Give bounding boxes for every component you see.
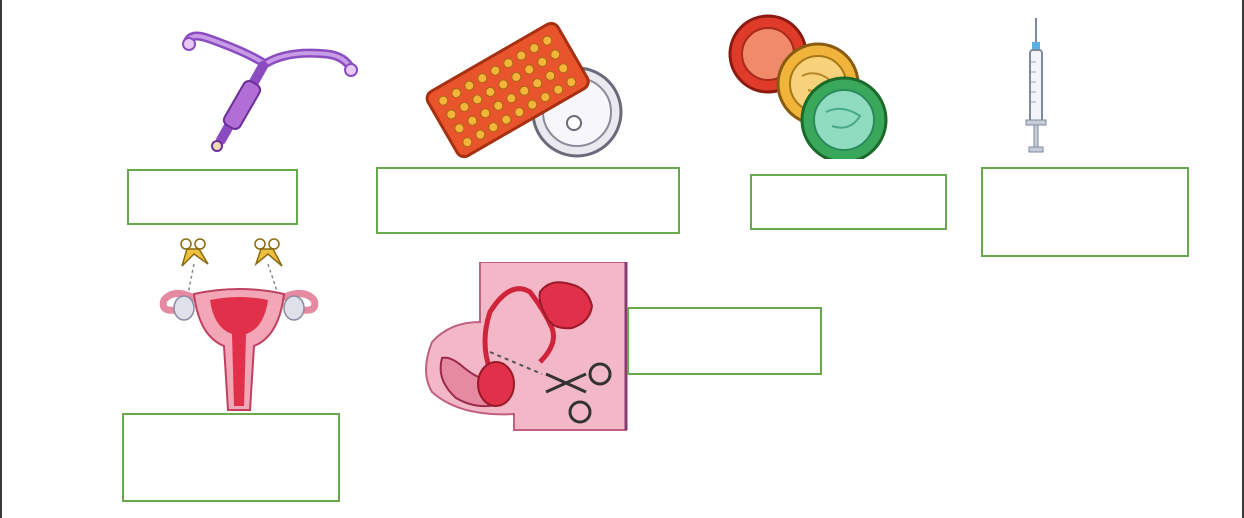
iud-icon — [177, 22, 362, 157]
answer-box-injection[interactable] — [981, 167, 1189, 257]
pill-pack-icon — [414, 10, 634, 170]
answer-box-tubal-ligation[interactable] — [122, 413, 340, 502]
answer-box-condom[interactable] — [750, 174, 947, 230]
answer-box-iud[interactable] — [127, 169, 298, 225]
answer-box-vasectomy[interactable] — [627, 307, 822, 375]
answer-box-pill[interactable] — [376, 167, 680, 234]
condoms-icon — [720, 14, 905, 159]
tubal-ligation-icon — [154, 236, 324, 412]
syringe-icon — [1022, 16, 1072, 156]
vasectomy-icon — [420, 262, 630, 432]
